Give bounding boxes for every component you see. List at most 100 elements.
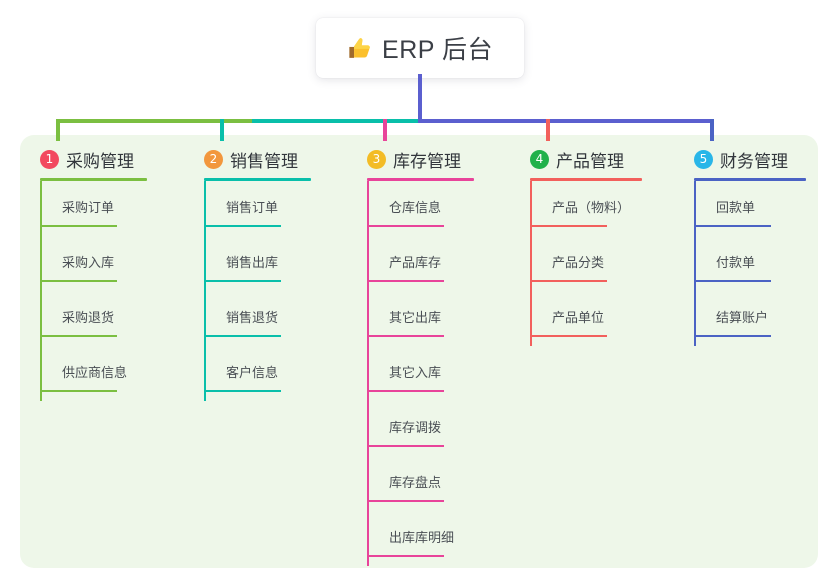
leaf-underline bbox=[694, 225, 771, 227]
leaf-label: 其它出库 bbox=[389, 310, 442, 325]
leaf-label: 销售出库 bbox=[226, 255, 279, 270]
branch-drop-1 bbox=[56, 119, 60, 141]
leaf-label: 销售订单 bbox=[226, 200, 279, 215]
leaf-item[interactable]: 产品库存 bbox=[367, 236, 474, 291]
leaf-item[interactable]: 库存调拨 bbox=[367, 401, 474, 456]
branch-drop-2 bbox=[220, 119, 224, 141]
leaf-item[interactable]: 其它出库 bbox=[367, 291, 474, 346]
leaf-underline bbox=[530, 225, 607, 227]
leaf-spine bbox=[694, 181, 696, 346]
leaf-underline bbox=[367, 280, 444, 282]
leaf-underline bbox=[367, 500, 444, 502]
branch-underline bbox=[694, 178, 806, 181]
bus-segment-blue bbox=[418, 119, 714, 123]
leaf-item[interactable]: 结算账户 bbox=[694, 291, 806, 346]
leaf-underline bbox=[40, 225, 117, 227]
leaf-label: 库存调拨 bbox=[389, 420, 442, 435]
branch-header-3[interactable]: 3 库存管理 bbox=[367, 146, 474, 172]
branch-title: 财务管理 bbox=[720, 151, 788, 171]
root-stem bbox=[418, 74, 422, 123]
leaf-label: 产品分类 bbox=[552, 255, 605, 270]
leaf-label: 产品（物料） bbox=[552, 200, 631, 215]
branch-drop-5 bbox=[710, 119, 714, 141]
branch-number-badge: 4 bbox=[530, 149, 549, 169]
leaf-label: 库存盘点 bbox=[389, 475, 442, 490]
leaf-label: 出库库明细 bbox=[389, 530, 455, 545]
leaf-underline bbox=[367, 555, 444, 557]
leaf-label: 采购退货 bbox=[62, 310, 115, 325]
leaf-item[interactable]: 库存盘点 bbox=[367, 456, 474, 511]
leaf-list: 销售订单销售出库销售退货客户信息 bbox=[204, 181, 311, 401]
leaf-spine bbox=[204, 181, 206, 401]
leaf-underline bbox=[530, 280, 607, 282]
branch-title: 销售管理 bbox=[230, 151, 298, 171]
branch-column-5: 5 财务管理回款单付款单结算账户 bbox=[694, 146, 806, 346]
leaf-label: 其它入库 bbox=[389, 365, 442, 380]
branch-number-badge: 5 bbox=[694, 149, 713, 169]
leaf-underline bbox=[40, 390, 117, 392]
leaf-item[interactable]: 付款单 bbox=[694, 236, 806, 291]
leaf-item[interactable]: 产品分类 bbox=[530, 236, 642, 291]
branch-underline bbox=[530, 178, 642, 181]
leaf-item[interactable]: 销售订单 bbox=[204, 181, 311, 236]
content-panel bbox=[20, 135, 818, 568]
leaf-label: 销售退货 bbox=[226, 310, 279, 325]
branch-column-4: 4 产品管理产品（物料） 产品分类产品单位 bbox=[530, 146, 642, 346]
branch-drop-4 bbox=[546, 119, 550, 141]
branch-underline bbox=[204, 178, 311, 181]
branch-column-3: 3 库存管理仓库信息产品库存其它出库其它入库库存调拨库存盘点出库库明细 bbox=[367, 146, 474, 566]
leaf-label: 仓库信息 bbox=[389, 200, 442, 215]
branch-number-badge: 3 bbox=[367, 149, 386, 169]
leaf-underline bbox=[204, 225, 281, 227]
leaf-underline bbox=[530, 335, 607, 337]
leaf-spine bbox=[367, 181, 369, 566]
branch-underline bbox=[40, 178, 147, 181]
leaf-spine bbox=[530, 181, 532, 346]
leaf-list: 仓库信息产品库存其它出库其它入库库存调拨库存盘点出库库明细 bbox=[367, 181, 474, 566]
branch-number-badge: 1 bbox=[40, 149, 59, 169]
thumbs-up-icon bbox=[347, 36, 372, 61]
leaf-underline bbox=[40, 280, 117, 282]
leaf-item[interactable]: 产品（物料） bbox=[530, 181, 642, 236]
leaf-label: 回款单 bbox=[716, 200, 756, 215]
leaf-label: 采购订单 bbox=[62, 200, 115, 215]
leaf-label: 客户信息 bbox=[226, 365, 279, 380]
leaf-item[interactable]: 其它入库 bbox=[367, 346, 474, 401]
bus-segment-green bbox=[56, 119, 252, 123]
leaf-item[interactable]: 客户信息 bbox=[204, 346, 311, 401]
leaf-item[interactable]: 回款单 bbox=[694, 181, 806, 236]
branch-title: 产品管理 bbox=[556, 151, 624, 171]
leaf-item[interactable]: 采购退货 bbox=[40, 291, 147, 346]
leaf-list: 采购订单采购入库采购退货供应商信息 bbox=[40, 181, 147, 401]
root-title: ERP 后台 bbox=[382, 36, 493, 64]
leaf-underline bbox=[694, 280, 771, 282]
leaf-spine bbox=[40, 181, 42, 401]
leaf-item[interactable]: 供应商信息 bbox=[40, 346, 147, 401]
leaf-underline bbox=[367, 225, 444, 227]
leaf-item[interactable]: 出库库明细 bbox=[367, 511, 474, 566]
leaf-label: 产品单位 bbox=[552, 310, 605, 325]
leaf-item[interactable]: 采购入库 bbox=[40, 236, 147, 291]
leaf-item[interactable]: 产品单位 bbox=[530, 291, 642, 346]
bus-segment-teal bbox=[252, 119, 418, 123]
leaf-list: 产品（物料） 产品分类产品单位 bbox=[530, 181, 642, 346]
leaf-item[interactable]: 采购订单 bbox=[40, 181, 147, 236]
branch-header-4[interactable]: 4 产品管理 bbox=[530, 146, 642, 172]
leaf-underline bbox=[367, 390, 444, 392]
leaf-item[interactable]: 销售出库 bbox=[204, 236, 311, 291]
branch-header-5[interactable]: 5 财务管理 bbox=[694, 146, 806, 172]
leaf-label: 采购入库 bbox=[62, 255, 115, 270]
leaf-underline bbox=[694, 335, 771, 337]
leaf-item[interactable]: 销售退货 bbox=[204, 291, 311, 346]
branch-title: 库存管理 bbox=[393, 151, 461, 171]
branch-underline bbox=[367, 178, 474, 181]
root-node[interactable]: ERP 后台 bbox=[316, 18, 524, 78]
leaf-item[interactable]: 仓库信息 bbox=[367, 181, 474, 236]
leaf-underline bbox=[204, 280, 281, 282]
leaf-underline bbox=[204, 335, 281, 337]
leaf-underline bbox=[367, 335, 444, 337]
